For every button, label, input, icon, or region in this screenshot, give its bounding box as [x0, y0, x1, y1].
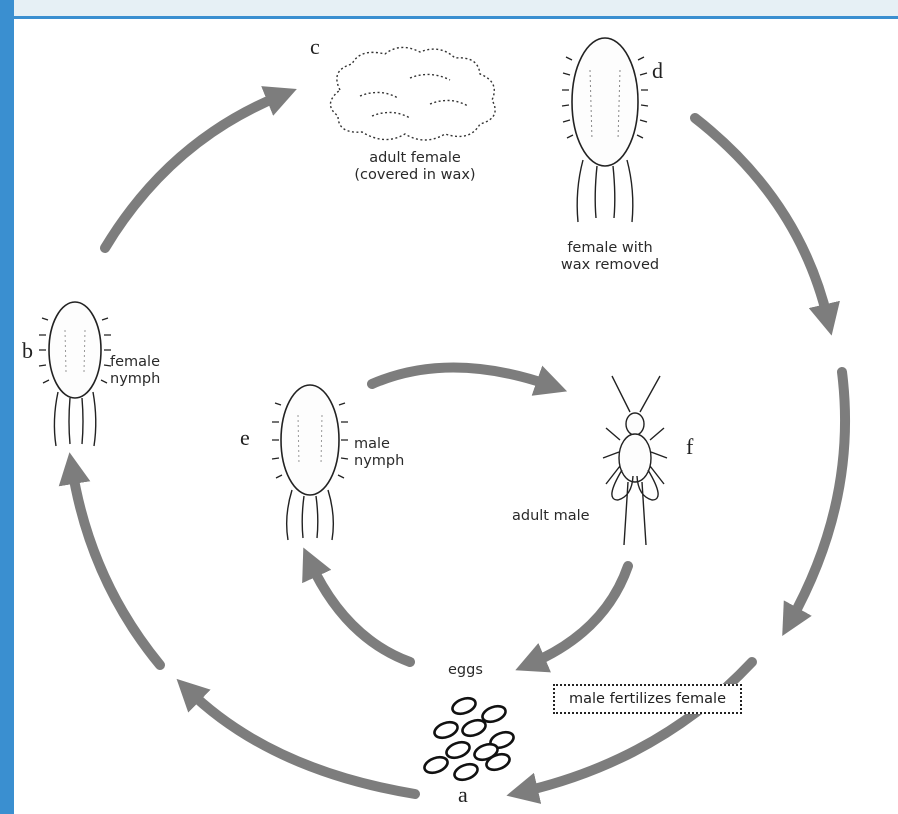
female-nymph-illustration [39, 302, 111, 446]
arrow-fertilize-to-eggs [522, 662, 752, 792]
male-nymph-illustration [272, 385, 348, 540]
stage-letter-a: a [458, 782, 468, 808]
label-female-nymph: female nymph [110, 354, 160, 389]
label-female-nymph-line1: female [110, 354, 160, 371]
adult-male-illustration [603, 376, 667, 545]
arrow-left-to-b [72, 468, 160, 665]
stage-letter-d: d [652, 58, 663, 84]
arrow-right-descending [790, 372, 845, 622]
stage-letter-e: e [240, 425, 250, 451]
label-adult-female: adult female (covered in wax) [345, 150, 485, 185]
label-female-wax-removed: female with wax removed [545, 240, 675, 275]
arrow-e-to-f [372, 367, 552, 386]
label-male-nymph: male nymph [354, 436, 404, 471]
label-adult-female-line1: adult female [345, 150, 485, 167]
label-male-nymph-line1: male [354, 436, 404, 453]
stage-letter-b: b [22, 338, 33, 364]
label-male-nymph-line2: nymph [354, 453, 404, 470]
label-female-wax-removed-line2: wax removed [545, 257, 675, 274]
label-adult-female-line2: (covered in wax) [345, 167, 485, 184]
arrow-d-to-fertilize [695, 118, 828, 320]
wax-covered-female-illustration [330, 47, 495, 140]
arrow-f-to-eggs [530, 566, 628, 664]
label-male-fertilizes-female: male fertilizes female [553, 684, 742, 714]
arrow-eggs-to-e [310, 562, 410, 662]
label-female-wax-removed-line1: female with [545, 240, 675, 257]
female-wax-removed-illustration [562, 38, 648, 222]
label-adult-male: adult male [512, 508, 590, 525]
arrow-eggs-to-left [188, 690, 415, 794]
label-eggs: eggs [448, 662, 483, 679]
stage-letter-f: f [686, 434, 693, 460]
stage-letter-c: c [310, 34, 320, 60]
arrow-b-to-c [105, 95, 282, 248]
eggs-illustration [422, 695, 515, 782]
label-female-nymph-line2: nymph [110, 371, 160, 388]
